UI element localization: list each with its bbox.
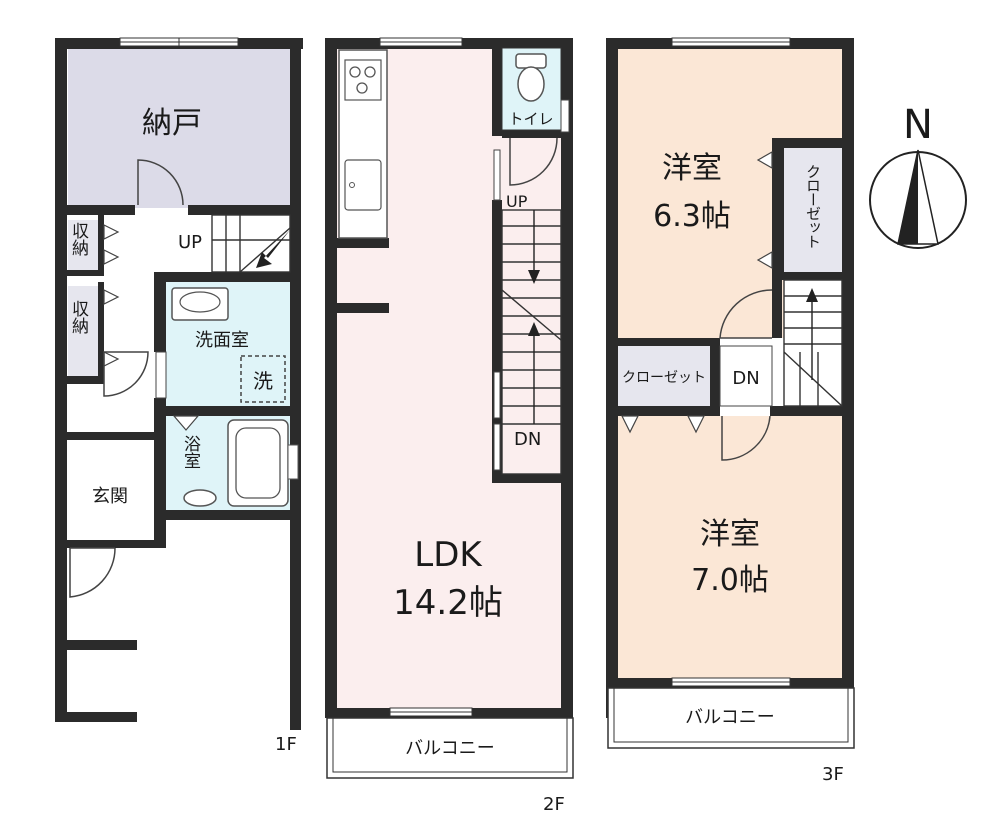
stairs-dn-arrow-icon xyxy=(528,322,540,336)
stairs-3f xyxy=(783,279,843,407)
door-western-b xyxy=(721,415,771,461)
label-washer: 洗 xyxy=(253,369,273,393)
compass: N xyxy=(869,102,967,249)
label-closet-b: 収納 xyxy=(68,300,89,335)
closet-a-door-icon xyxy=(103,224,120,265)
label-floor-2f: 2F xyxy=(543,794,565,815)
label-ldk-name: LDK xyxy=(414,535,483,575)
room-storage-fill xyxy=(68,48,290,208)
floor-3f: 洋室 6.3帖 クローゼット クローゼット DN 洋室 7.0帖 バルコニー 3… xyxy=(606,37,855,785)
label-balcony-3f: バルコニー xyxy=(685,707,775,728)
washer-space xyxy=(240,355,286,403)
label-balcony-2f: バルコニー xyxy=(405,738,495,759)
label-closet-a3: クローゼット xyxy=(804,164,822,248)
label-toilet: トイレ xyxy=(508,110,553,128)
door-entrance xyxy=(69,547,116,598)
floor-1f: 納戸 収納 収納 UP 洗面室 洗 浴室 玄関 1F xyxy=(55,37,303,755)
label-western-b-name: 洋室 xyxy=(700,517,760,552)
label-ldk-size: 14.2帖 xyxy=(393,583,503,623)
label-western-a-name: 洋室 xyxy=(662,151,722,186)
closet-a3-door-icon xyxy=(756,150,773,270)
floor-2f: トイレ UP DN LDK 14.2帖 バルコニー 2F xyxy=(325,37,574,815)
balcony-2f xyxy=(326,717,574,779)
door-storage xyxy=(137,159,184,206)
label-floor-3f: 3F xyxy=(822,764,844,785)
label-western-b-size: 7.0帖 xyxy=(691,563,769,598)
door-bath-icon xyxy=(172,415,200,431)
label-western-a-size: 6.3帖 xyxy=(653,199,731,234)
closet-b3-door-icon xyxy=(621,415,705,434)
door-western-a xyxy=(719,289,773,339)
label-floor-1f: 1F xyxy=(275,734,297,755)
door-washroom xyxy=(103,351,149,397)
stairs-1f xyxy=(211,214,291,273)
stairs-3f-arrow-icon xyxy=(806,288,818,302)
stairs-2f xyxy=(493,209,562,475)
label-up-2f: UP xyxy=(506,192,528,211)
label-closet-b3: クローゼット xyxy=(622,370,706,386)
label-storage: 納戸 xyxy=(142,106,202,141)
closet-b-door-icon xyxy=(103,289,120,367)
label-up-1f: UP xyxy=(178,232,202,253)
label-bath: 浴室 xyxy=(180,435,201,469)
label-entrance: 玄関 xyxy=(92,486,128,507)
stairs-up-arrow-icon xyxy=(528,270,540,284)
stove-icon xyxy=(344,59,382,101)
door-toilet xyxy=(509,137,558,186)
bath-stool-icon xyxy=(183,489,217,507)
sink-icon xyxy=(344,159,382,211)
compass-label: N xyxy=(903,102,933,148)
room-closet-b-fill xyxy=(68,286,98,376)
label-washroom: 洗面室 xyxy=(195,330,249,351)
washbasin-icon xyxy=(171,287,229,321)
stairs-arrow-icon xyxy=(256,230,290,268)
room-closet-a3-fill xyxy=(784,148,842,272)
label-dn-3f: DN xyxy=(732,368,759,389)
toilet-icon xyxy=(515,53,547,69)
label-dn-2f: DN xyxy=(514,429,541,450)
room-closet-b3-fill xyxy=(618,346,710,406)
room-closet-a-fill xyxy=(68,220,98,270)
label-closet-a: 収納 xyxy=(68,222,89,257)
